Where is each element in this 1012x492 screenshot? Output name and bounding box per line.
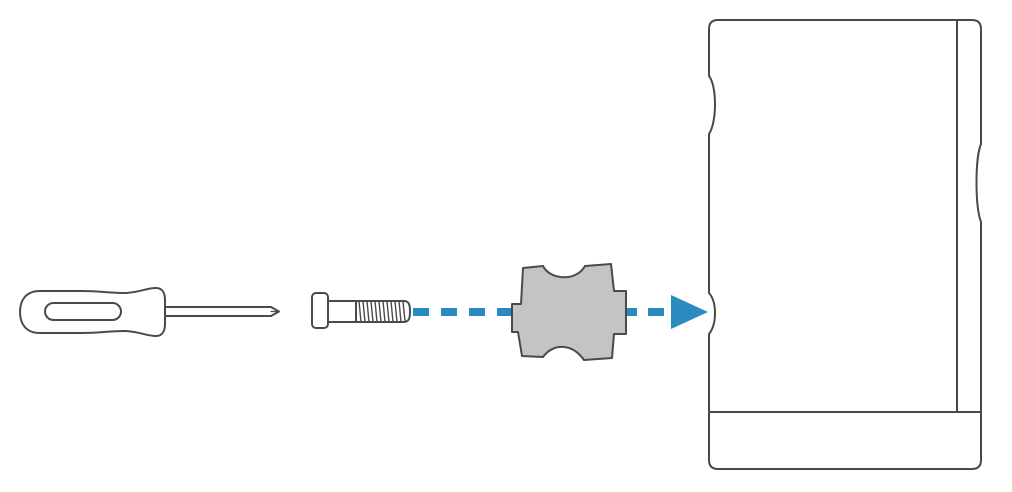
screwdriver-handle (19, 287, 166, 337)
screw-icon (311, 292, 411, 329)
screw-head (311, 292, 329, 329)
screwdriver-grip (44, 302, 122, 321)
device-body-icon (708, 19, 982, 470)
screwdriver-icon (19, 287, 280, 337)
screw-threads (358, 300, 406, 323)
screw-neck (327, 300, 357, 323)
screw-thread-outline (355, 300, 411, 323)
arrow-head-icon (671, 295, 708, 329)
device-outline (708, 19, 982, 470)
adapter-bracket (511, 263, 627, 361)
adapter-bracket-icon (511, 263, 627, 361)
